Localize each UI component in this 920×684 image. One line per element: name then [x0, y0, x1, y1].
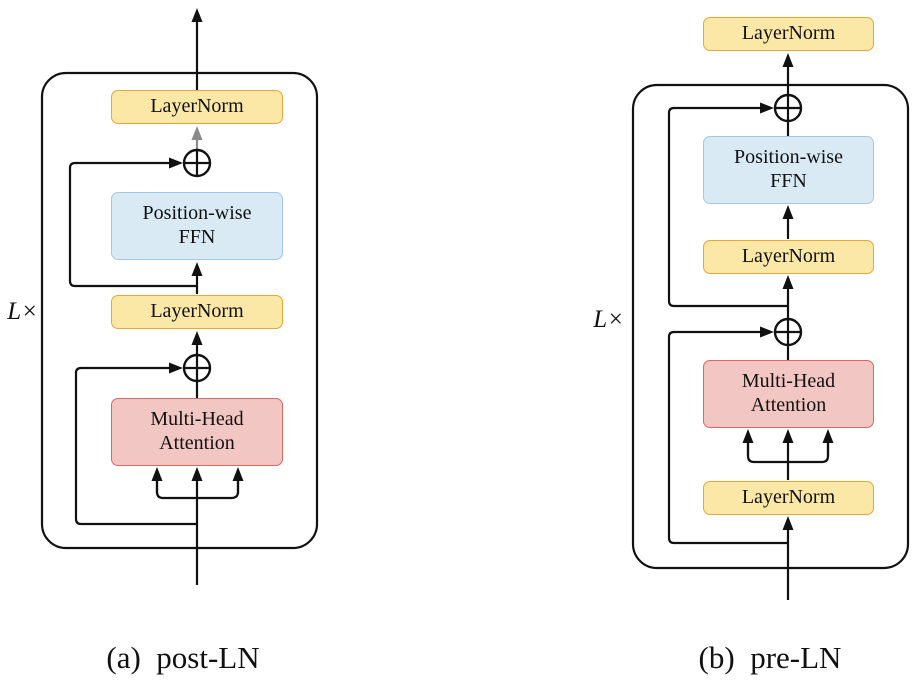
pre-ln-layernorm-top-box: LayerNorm — [703, 17, 874, 51]
pre-ln-loop-frame — [631, 83, 910, 570]
pre-ln-ffn-residual-path — [667, 102, 788, 308]
post-ln-repeat-label: L× — [7, 298, 38, 325]
post-ln-add-operator-top-icon — [182, 148, 212, 178]
post-ln-caption: (a) post-LN — [106, 640, 260, 675]
pre-ln-attention-label: Multi-Head Attention — [741, 370, 836, 416]
post-ln-qkv-bracket — [155, 480, 240, 500]
pre-ln-diagram — [631, 53, 910, 600]
pre-ln-layernorm-bottom-box: LayerNorm — [703, 481, 874, 515]
post-ln-layernorm-top-label: LayerNorm — [150, 95, 244, 118]
post-ln-layernorm-top-box: LayerNorm — [111, 90, 283, 124]
post-ln-layernorm-mid-box: LayerNorm — [111, 295, 283, 329]
pre-ln-ffn-label: Position-wise FFN — [734, 146, 843, 192]
pre-ln-layernorm-mid-box: LayerNorm — [703, 240, 874, 274]
post-ln-attention-box: Multi-Head Attention — [111, 398, 283, 466]
post-ln-attention-label: Multi-Head Attention — [150, 408, 244, 454]
pre-ln-attention-residual-path — [667, 326, 788, 545]
post-ln-ffn-box: Position-wise FFN — [111, 192, 283, 260]
pre-ln-repeat-label: L× — [593, 306, 624, 333]
pre-ln-ffn-box: Position-wise FFN — [703, 136, 874, 204]
post-ln-attention-residual-path — [74, 362, 197, 526]
pre-ln-layernorm-top-label: LayerNorm — [741, 22, 836, 45]
post-ln-ffn-label: Position-wise FFN — [142, 202, 252, 248]
pre-ln-attention-box: Multi-Head Attention — [703, 360, 874, 428]
post-ln-layernorm-mid-label: LayerNorm — [150, 300, 244, 323]
post-ln-diagram — [40, 8, 319, 585]
post-ln-loop-frame — [40, 71, 319, 550]
pre-ln-caption: (b) pre-LN — [698, 640, 842, 675]
pre-ln-layernorm-mid-label: LayerNorm — [741, 245, 836, 268]
pre-ln-add-operator-bottom-icon — [773, 317, 803, 347]
pre-ln-layernorm-bottom-label: LayerNorm — [741, 486, 836, 509]
pre-ln-qkv-bracket — [746, 442, 830, 464]
post-ln-add-operator-bottom-icon — [182, 353, 212, 383]
post-ln-ffn-residual-path — [68, 157, 197, 288]
pre-ln-add-operator-top-icon — [773, 93, 803, 123]
